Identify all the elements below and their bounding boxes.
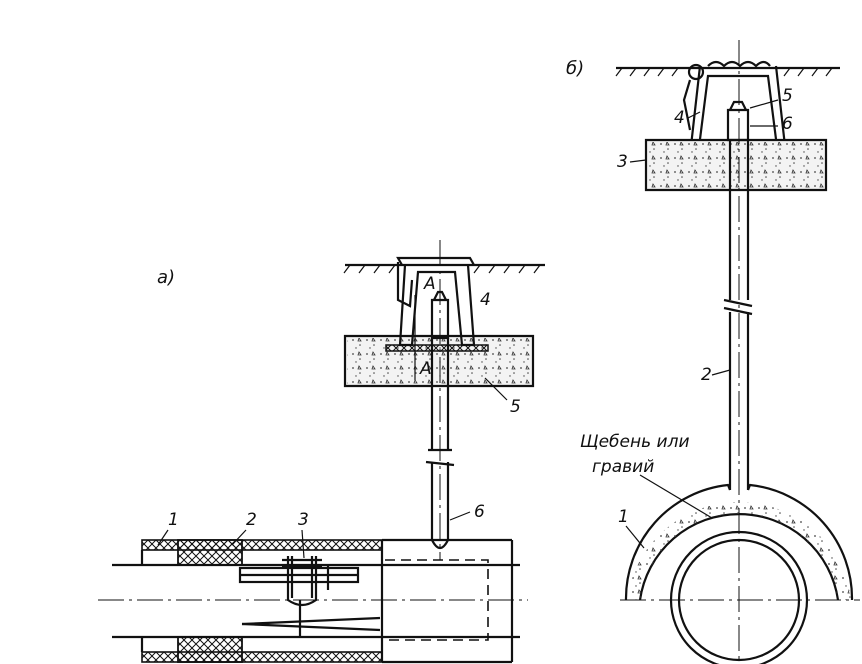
label-4-a: 4	[480, 290, 491, 310]
rod-assembly-b	[723, 40, 753, 660]
label-6-b: 6	[782, 114, 793, 134]
label-5-b: 5	[782, 86, 793, 106]
pipe-cross-section-b	[620, 483, 860, 664]
section-mark-a-bottom: A	[419, 359, 432, 379]
label-3-b: 3	[617, 152, 628, 172]
ground-surface-a	[343, 263, 545, 274]
label-1-b: 1	[618, 507, 629, 527]
label-2-a: 2	[246, 510, 257, 530]
gravel-label-line1: Щебень или	[580, 432, 690, 452]
ground-surface-b	[615, 60, 840, 81]
figure-a-label: a)	[157, 267, 175, 288]
label-3-a: 3	[298, 510, 309, 530]
clamp-a	[238, 556, 381, 637]
label-6-a: 6	[474, 502, 485, 522]
label-2-b: 2	[701, 365, 712, 385]
figure-b-label: б)	[566, 58, 584, 79]
label-1-a: 1	[168, 510, 179, 530]
valve-box-a: A A	[385, 256, 489, 380]
gravel-label-line2: гравий	[592, 457, 654, 477]
section-mark-a-top: A	[423, 274, 436, 294]
pipe-a	[98, 538, 528, 664]
label-4-b: 4	[674, 108, 685, 128]
figure-b: б) 5	[566, 40, 860, 664]
concrete-slab-a	[343, 334, 535, 388]
label-5-a: 5	[510, 397, 521, 417]
figure-a: a) A A	[98, 240, 545, 664]
concrete-slab-b	[644, 138, 828, 192]
